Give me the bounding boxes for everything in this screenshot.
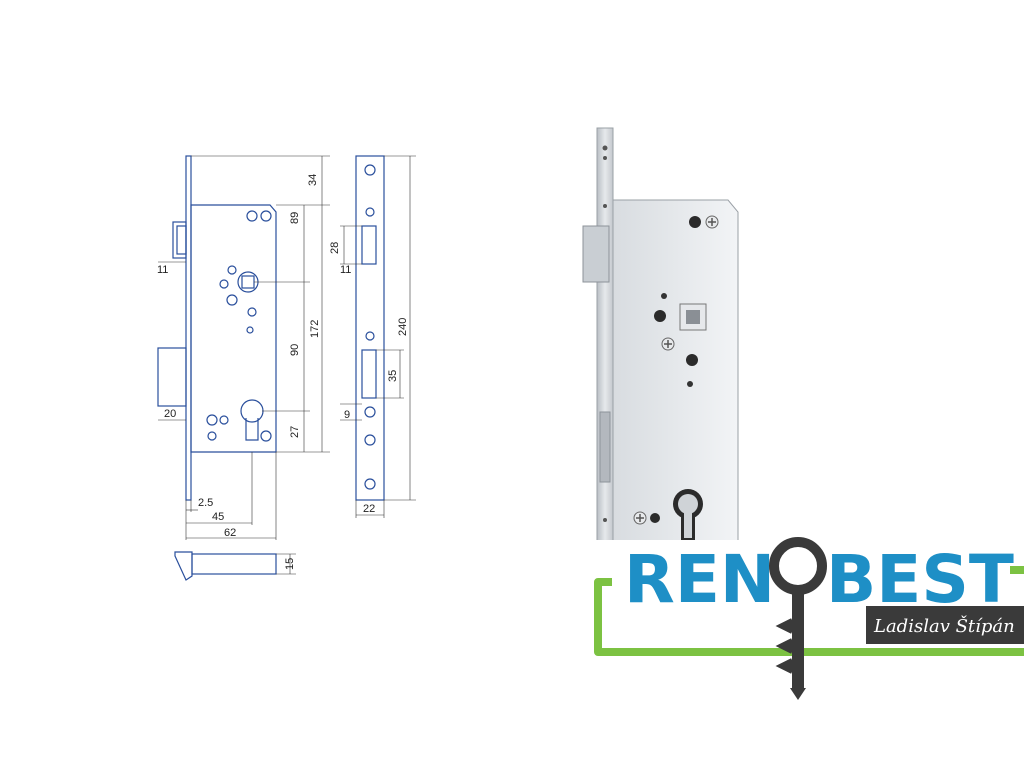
dim-35: 35 (387, 370, 399, 382)
dim-34: 34 (307, 174, 319, 186)
dim-90: 90 (289, 344, 301, 356)
logo-subtitle: Ladislav Štípán (873, 614, 1015, 637)
lock-photo (582, 127, 739, 599)
key-icon (769, 537, 827, 700)
dim-62: 62 (224, 527, 236, 539)
dim-20: 20 (164, 408, 176, 420)
dim-89: 89 (289, 212, 301, 224)
dim-15: 15 (284, 558, 296, 570)
dim-22: 22 (363, 503, 375, 515)
dim-240: 240 (397, 318, 409, 336)
logo-name-part2: BEST (826, 541, 1014, 618)
renobest-logo: REN BEST Ladislav Štípán (588, 537, 1024, 700)
dim-side-11: 11 (340, 264, 351, 276)
logo-name-part1: REN (624, 541, 775, 618)
dim-172: 172 (309, 320, 321, 338)
side-view-drawing: 28 11 240 35 9 22 (329, 155, 416, 518)
dim-11: 11 (157, 264, 168, 276)
dim-28: 28 (329, 242, 341, 254)
dim-27: 27 (289, 426, 301, 438)
dim-9: 9 (344, 409, 350, 421)
dim-45: 45 (212, 511, 224, 523)
front-view-drawing: 34 89 90 172 27 11 20 2.5 45 62 15 (157, 155, 330, 581)
dim-2-5: 2.5 (198, 497, 213, 509)
